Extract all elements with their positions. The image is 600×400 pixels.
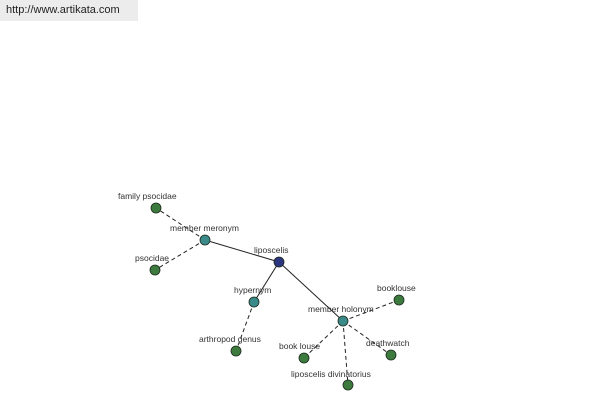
edge-liposcelis-to-hypernym [253, 261, 280, 303]
graph-node-booklouse[interactable]: booklouse [377, 283, 416, 306]
node-dot-book-louse[interactable] [298, 352, 310, 364]
graph-edges [154, 207, 400, 386]
graph-node-book-louse[interactable]: book louse [279, 341, 320, 364]
graph-nodes: liposcelis member meronym hypernym member h… [118, 191, 416, 391]
node-dot-family-psocidae[interactable] [150, 202, 162, 214]
node-label-family-psocidae[interactable]: family psocidae [118, 191, 177, 201]
node-dot-liposcelis-divinatorius[interactable] [342, 379, 354, 391]
node-label-liposcelis[interactable]: liposcelis [254, 245, 289, 255]
graph-node-arthropod-genus[interactable]: arthropod genus [199, 334, 261, 357]
graph-node-family-psocidae[interactable]: family psocidae [118, 191, 177, 214]
edge-member-holonym-to-book-louse [303, 320, 344, 359]
graph-node-member-holonym[interactable]: member holonym [308, 304, 374, 327]
edge-member-meronym-to-psocidae [154, 239, 206, 271]
node-label-book-louse[interactable]: book louse [279, 341, 320, 351]
node-dot-liposcelis[interactable] [273, 256, 285, 268]
node-dot-deathwatch[interactable] [385, 349, 397, 361]
url-bar: http://www.artikata.com [0, 0, 138, 21]
node-dot-psocidae[interactable] [149, 264, 161, 276]
edge-liposcelis-to-member-meronym [204, 239, 280, 263]
node-dot-member-holonym[interactable] [337, 315, 349, 327]
graph-node-psocidae[interactable]: psocidae [135, 253, 169, 276]
node-label-deathwatch[interactable]: deathwatch [366, 338, 410, 348]
edge-member-holonym-to-deathwatch [342, 320, 392, 356]
graph-node-deathwatch[interactable]: deathwatch [366, 338, 410, 361]
graph-node-hypernym[interactable]: hypernym [234, 285, 271, 308]
edge-liposcelis-to-member-holonym [278, 261, 344, 322]
graph-node-member-meronym[interactable]: member meronym [170, 223, 239, 246]
edge-member-holonym-to-liposcelis-divinatorius [342, 320, 349, 386]
graph-node-liposcelis-divinatorius[interactable]: liposcelis divinatorius [291, 369, 371, 391]
node-label-hypernym[interactable]: hypernym [234, 285, 271, 295]
site-url-link[interactable]: http://www.artikata.com [6, 4, 120, 16]
node-label-member-meronym[interactable]: member meronym [170, 223, 239, 233]
node-label-psocidae[interactable]: psocidae [135, 253, 169, 263]
node-label-arthropod-genus[interactable]: arthropod genus [199, 334, 261, 344]
node-dot-hypernym[interactable] [248, 296, 260, 308]
node-label-liposcelis-divinatorius[interactable]: liposcelis divinatorius [291, 369, 371, 379]
edge-hypernym-to-arthropod-genus [235, 301, 255, 352]
node-label-member-holonym[interactable]: member holonym [308, 304, 374, 314]
node-dot-booklouse[interactable] [393, 294, 405, 306]
edge-member-holonym-to-booklouse [342, 299, 400, 322]
node-label-booklouse[interactable]: booklouse [377, 283, 416, 293]
node-dot-member-meronym[interactable] [199, 234, 211, 246]
edge-member-meronym-to-family-psocidae [155, 207, 206, 241]
graph-node-liposcelis[interactable]: liposcelis [254, 245, 289, 268]
node-dot-arthropod-genus[interactable] [230, 345, 242, 357]
